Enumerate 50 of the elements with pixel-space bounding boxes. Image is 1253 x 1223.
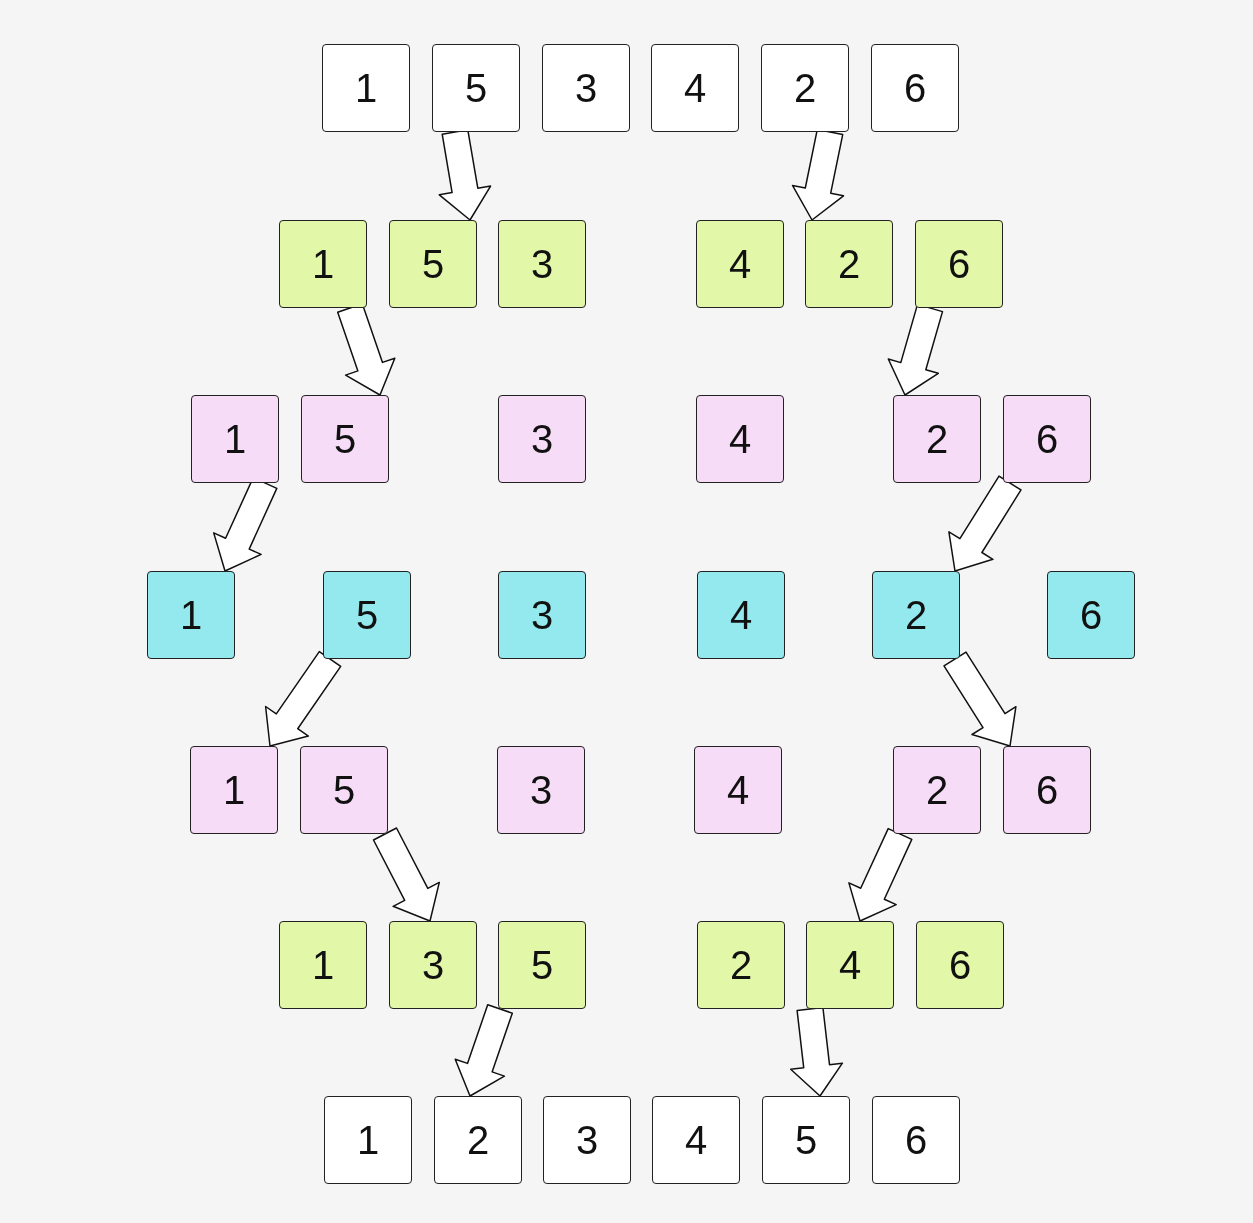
number-tile: 5 (323, 571, 411, 659)
number-tile: 2 (893, 395, 981, 483)
block-arrow (848, 827, 913, 922)
number-tile: 4 (694, 746, 782, 834)
number-tile: 4 (651, 44, 739, 132)
number-tile: 6 (872, 1096, 960, 1184)
block-arrow (789, 1006, 844, 1097)
block-arrow (264, 650, 342, 747)
number-tile: 4 (696, 220, 784, 308)
number-tile: 3 (498, 571, 586, 659)
number-tile: 1 (279, 220, 367, 308)
number-tile: 1 (191, 395, 279, 483)
number-tile: 1 (322, 44, 410, 132)
number-tile: 3 (543, 1096, 631, 1184)
number-tile: 6 (1047, 571, 1135, 659)
number-tile: 5 (301, 395, 389, 483)
block-arrow (372, 827, 441, 922)
number-tile: 6 (1003, 746, 1091, 834)
number-tile: 3 (498, 395, 586, 483)
number-tile: 5 (432, 44, 520, 132)
number-tile: 2 (872, 571, 960, 659)
number-tile: 4 (806, 921, 894, 1009)
block-arrow (438, 129, 492, 221)
number-tile: 6 (1003, 395, 1091, 483)
block-arrow (943, 651, 1017, 747)
number-tile: 5 (300, 746, 388, 834)
number-tile: 6 (871, 44, 959, 132)
block-arrow (948, 475, 1022, 572)
number-tile: 4 (697, 571, 785, 659)
number-tile: 2 (697, 921, 785, 1009)
number-tile: 4 (652, 1096, 740, 1184)
number-tile: 3 (542, 44, 630, 132)
number-tile: 2 (761, 44, 849, 132)
number-tile: 3 (497, 746, 585, 834)
number-tile: 2 (893, 746, 981, 834)
block-arrow (454, 1004, 514, 1097)
number-tile: 4 (696, 395, 784, 483)
number-tile: 5 (762, 1096, 850, 1184)
number-tile: 1 (190, 746, 278, 834)
number-tile: 6 (916, 921, 1004, 1009)
number-tile: 2 (434, 1096, 522, 1184)
number-tile: 1 (147, 571, 235, 659)
number-tile: 3 (389, 921, 477, 1009)
number-tile: 3 (498, 220, 586, 308)
number-tile: 5 (389, 220, 477, 308)
number-tile: 1 (279, 921, 367, 1009)
number-tile: 5 (498, 921, 586, 1009)
number-tile: 2 (805, 220, 893, 308)
number-tile: 6 (915, 220, 1003, 308)
number-tile: 1 (324, 1096, 412, 1184)
